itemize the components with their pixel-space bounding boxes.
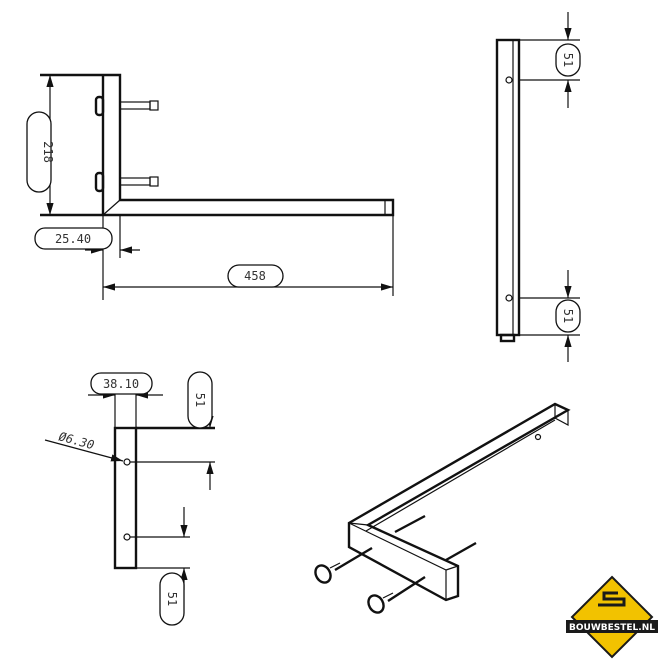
detail-bottom-dim-label: 51 — [165, 592, 179, 606]
iso-bolt-2 — [367, 575, 426, 614]
width-dim-pill — [90, 372, 153, 395]
width-dim-label: 38.10 — [103, 377, 139, 391]
bouwbestel-logo: BOUWBESTEL.NL — [566, 575, 658, 659]
length-dim-pill — [227, 264, 284, 288]
bracket-inner-lines — [102, 199, 386, 216]
hole-top — [505, 76, 513, 84]
detail-outline — [113, 426, 138, 570]
detail-top-dim-label: 51 — [193, 393, 207, 407]
height-dim-pill — [26, 111, 52, 193]
iso-bracket-outline — [347, 402, 571, 602]
isometric-view — [314, 402, 571, 614]
detail-hole-top — [123, 458, 131, 466]
top-hole-dim-pill — [555, 43, 581, 77]
height-dim-label: 218 — [41, 141, 55, 163]
offset-dim-label: 25.40 — [55, 232, 91, 246]
bracket-outline — [40, 73, 395, 217]
length-dim-label: 458 — [244, 269, 266, 283]
foot — [499, 333, 516, 343]
front-view: 51 51 — [495, 12, 581, 362]
hole-bottom — [505, 294, 513, 302]
bottom-hole-dim-pill — [555, 299, 581, 333]
iso-hole — [534, 433, 542, 441]
bottom-hole-dim-label: 51 — [561, 309, 575, 323]
detail-view: 38.10 Ø6.30 51 51 — [44, 371, 215, 626]
diameter-leader — [44, 439, 124, 462]
iso-pin-1 — [394, 514, 426, 534]
bar-outline — [495, 38, 521, 337]
bolt-top — [94, 95, 159, 117]
logo-text: BOUWBESTEL.NL — [569, 623, 655, 633]
front-extension-lines — [519, 39, 580, 336]
top-hole-dim-label: 51 — [561, 53, 575, 67]
iso-bracket-edges — [348, 404, 569, 600]
detail-extension-lines — [114, 390, 215, 569]
detail-bottom-dim-pill — [159, 572, 185, 626]
iso-pin-2 — [445, 541, 477, 562]
iso-bolt-1 — [314, 546, 373, 584]
offset-dim-pill — [34, 227, 113, 250]
detail-hole-bottom — [123, 533, 131, 541]
detail-top-dim-pill — [187, 371, 213, 429]
side-view: 218 25.40 458 — [26, 73, 395, 300]
bolt-bottom — [94, 171, 159, 193]
